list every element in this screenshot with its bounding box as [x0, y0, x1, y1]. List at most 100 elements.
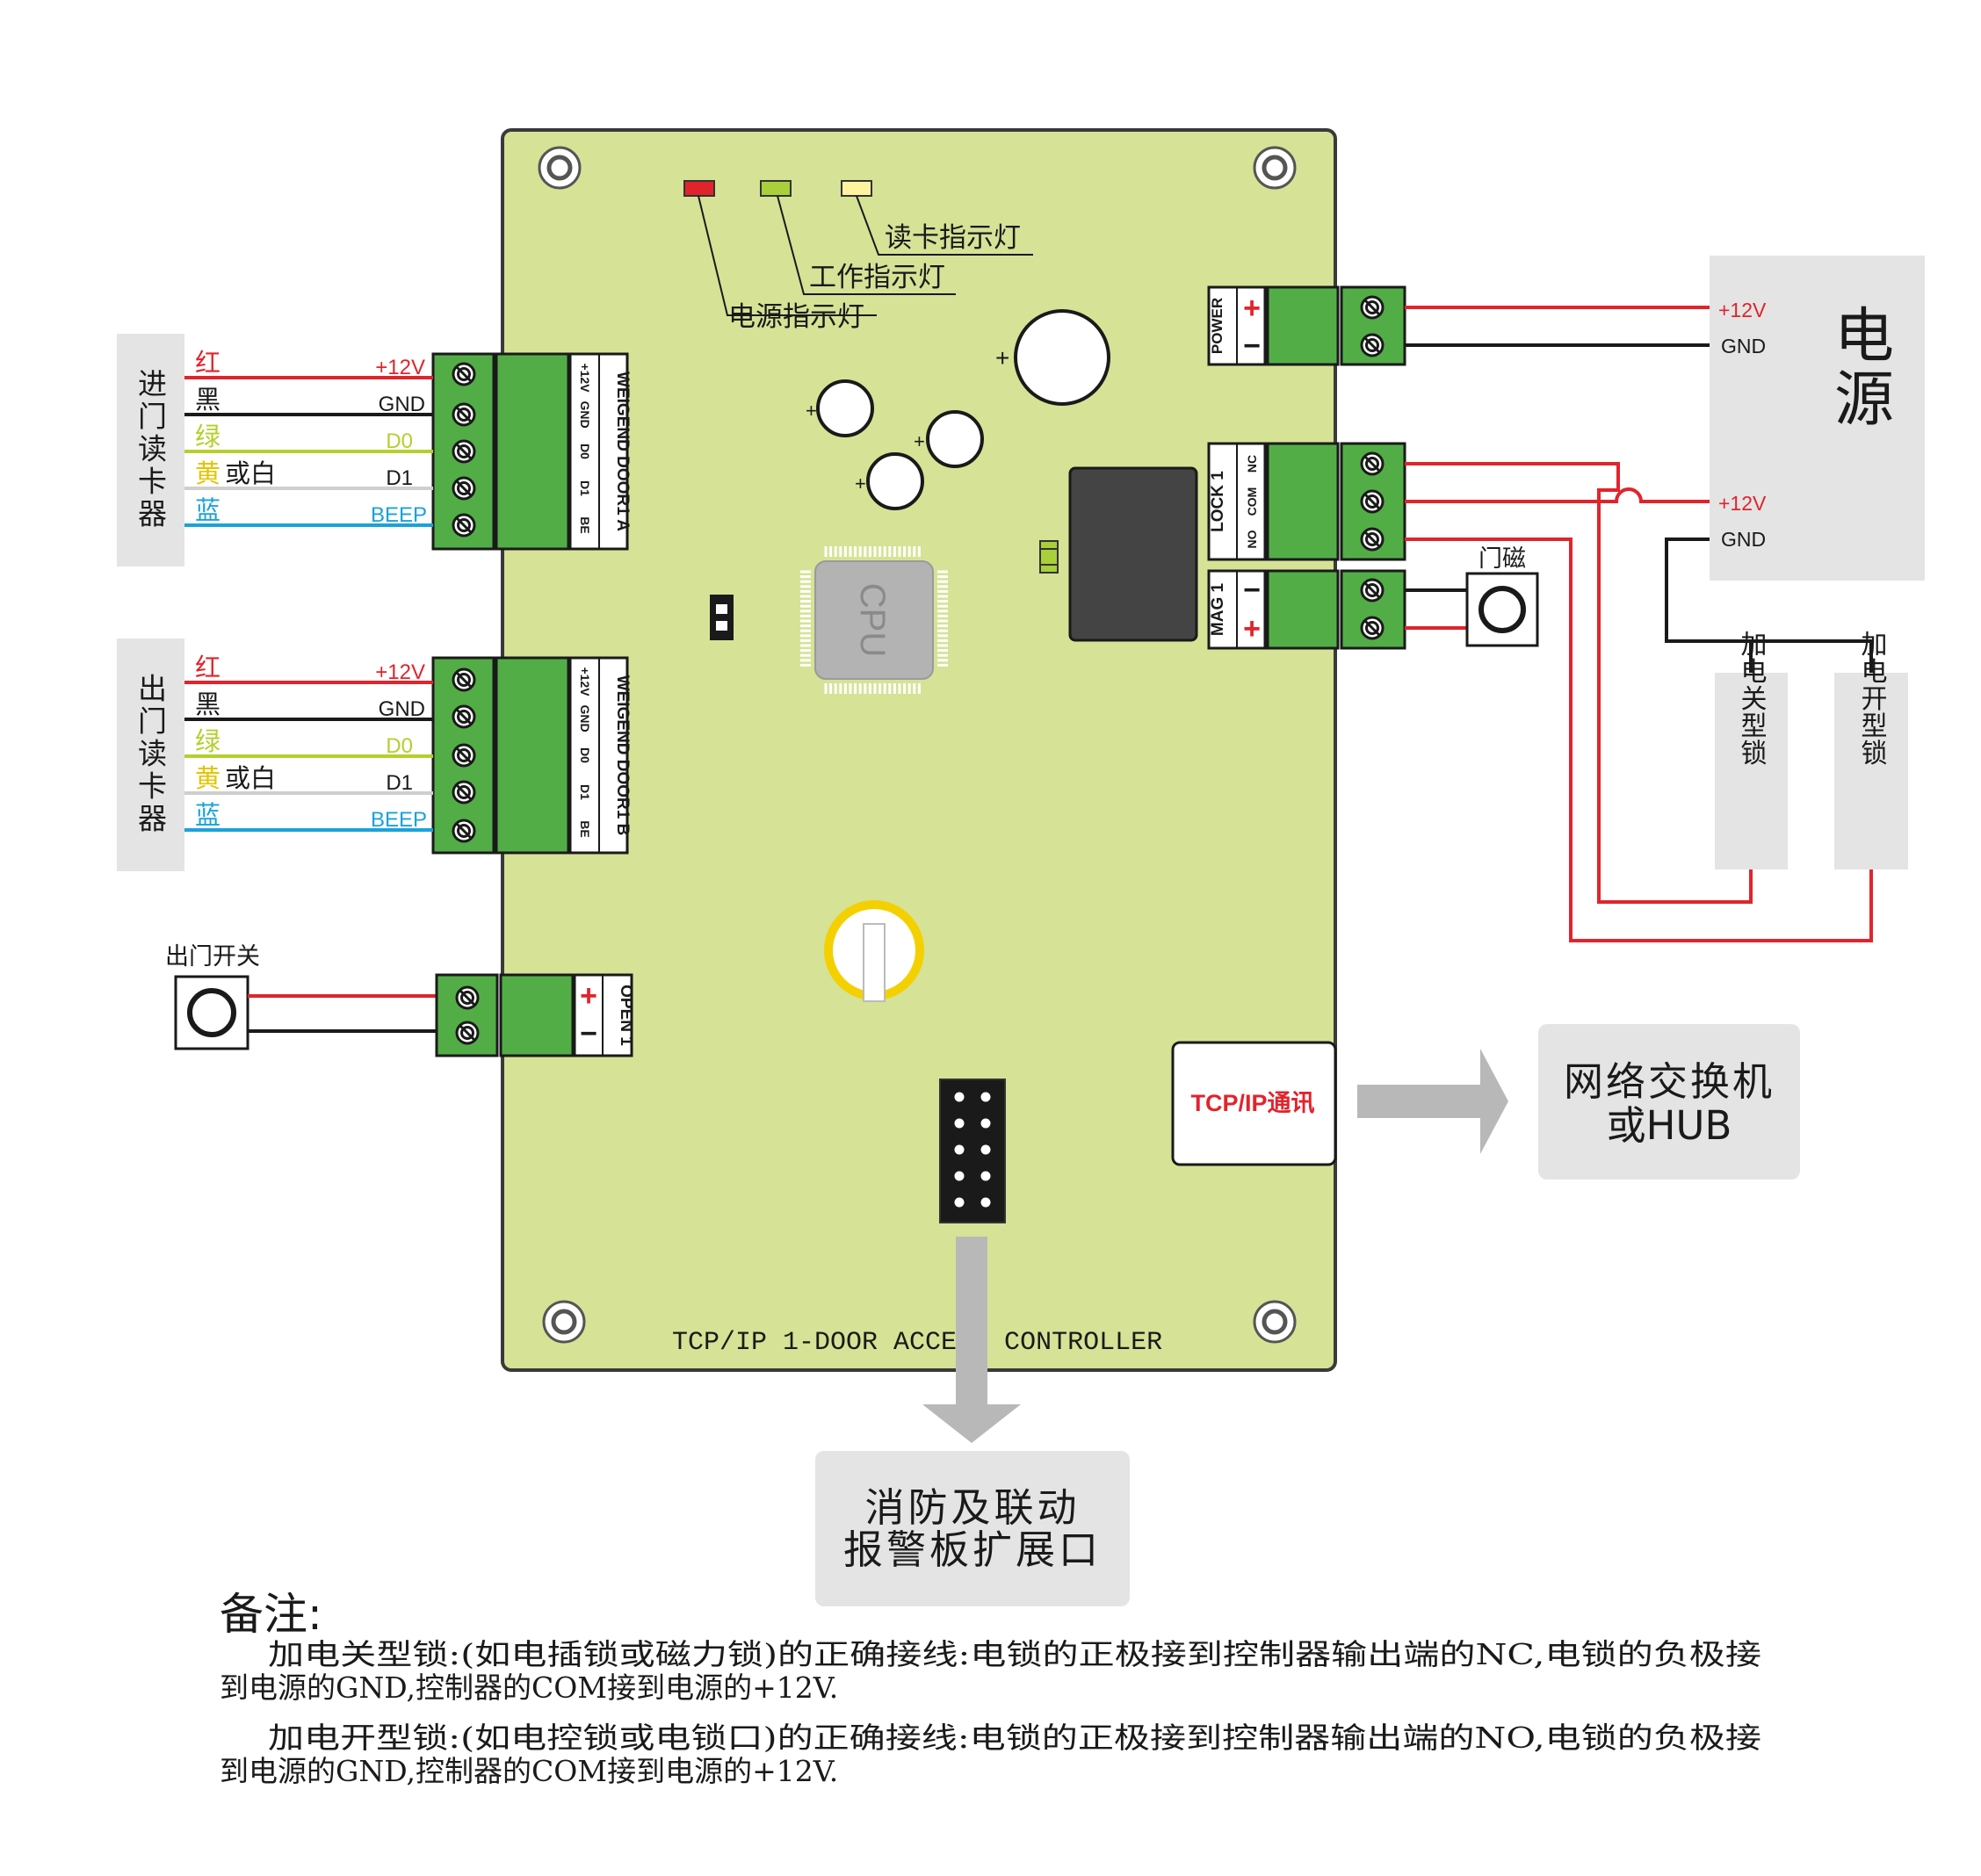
- signal-label: BEEP: [371, 808, 427, 832]
- svg-text:+: +: [995, 344, 1009, 372]
- svg-text:+: +: [914, 430, 925, 452]
- mounting-hole: [539, 148, 580, 188]
- pin-label: D0: [578, 444, 592, 459]
- wire-color-label: 黑: [195, 689, 221, 719]
- fail-secure-lock-box: [1834, 673, 1908, 869]
- pin-label: +12V: [578, 363, 592, 393]
- mounting-hole: [1254, 148, 1295, 188]
- exit-switch-label: 出门开关: [165, 943, 260, 970]
- pin-label: NO: [1245, 530, 1259, 548]
- psu-v1-label: +12V: [1718, 299, 1767, 321]
- cpu-pins: [800, 546, 948, 694]
- note-2-line-1: 加电开型锁:(如电控锁或电锁口)的正确接线:电锁的正极接到控制器输出端的NO,电…: [268, 1721, 1761, 1755]
- wire-color-alt-label: 或白: [225, 763, 276, 793]
- wire-color-label: 黑: [195, 385, 221, 415]
- tcp-port: [1171, 1041, 1337, 1166]
- signal-label: D1: [386, 771, 413, 795]
- expansion-header: [939, 1079, 1006, 1223]
- pin-label: D0: [578, 747, 592, 763]
- power-led: [683, 180, 715, 197]
- fail-safe-lock-label: 加电关型锁: [1736, 631, 1768, 767]
- door-sensor-button: [1479, 586, 1526, 633]
- terminal-power: POWER + −: [1207, 285, 1406, 366]
- signal-label: D0: [386, 734, 413, 758]
- read-led: [841, 180, 872, 197]
- signal-label: +12V: [375, 660, 425, 684]
- exit-switch-button: [187, 988, 236, 1037]
- pin-label: NC: [1245, 455, 1259, 473]
- terminal-weigend-a: WEIGEND DOOR1 A +12V GND D0 D1 BE: [431, 352, 632, 551]
- weigend-a-header: WEIGEND DOOR1 A: [613, 372, 632, 531]
- terminal-lock1: LOCK 1 NC COM NO: [1207, 442, 1406, 561]
- minus-sign: −: [580, 1017, 597, 1050]
- note-2-line-2: 到电源的GND,控制器的COM接到电源的+12V.: [220, 1754, 838, 1788]
- svg-text:+: +: [806, 400, 817, 422]
- terminal-weigend-b: WEIGEND DOOR1 B +12V GND D0 D1 BE: [431, 656, 632, 855]
- reader-out-box: [117, 639, 184, 871]
- pin-label: GND: [578, 704, 592, 732]
- power-supply-box: [1710, 256, 1925, 581]
- wire-color-label: 绿: [195, 422, 221, 451]
- notes-title: 备注:: [220, 1589, 322, 1640]
- capacitor: [1014, 309, 1110, 406]
- arrow-right-icon: [1357, 1049, 1508, 1154]
- expansion-port-box: [815, 1451, 1130, 1606]
- network-switch-box: [1538, 1024, 1800, 1180]
- network-switch-line1: 网络交换机: [1564, 1058, 1775, 1105]
- wire-color-label: 蓝: [195, 800, 221, 830]
- wire-color-label: 红: [195, 348, 221, 378]
- power-label: POWER: [1209, 298, 1225, 354]
- signal-label: GND: [379, 697, 425, 721]
- tcp-port-label: TCP/IP通讯: [1190, 1090, 1314, 1116]
- wire-gnd: [1665, 538, 1873, 673]
- pin-label: BE: [578, 516, 592, 533]
- capacitor: [926, 410, 984, 468]
- capacitor: [816, 379, 874, 437]
- signal-label: +12V: [375, 356, 425, 379]
- signal-label: BEEP: [371, 503, 427, 527]
- relay: [1068, 466, 1198, 642]
- weigend-b-header: WEIGEND DOOR1 B: [613, 675, 632, 836]
- mag1-label: MAG 1: [1209, 582, 1227, 636]
- psu-v2-label: +12V: [1718, 492, 1767, 515]
- minus-sign: −: [1243, 329, 1261, 363]
- reader-out-title: 出门读卡器: [134, 674, 168, 836]
- smd-led: [1039, 540, 1059, 574]
- mounting-hole: [544, 1302, 584, 1342]
- fail-secure-lock-label: 加电开型锁: [1856, 631, 1888, 767]
- pin-label: GND: [578, 400, 592, 428]
- pin-label: D1: [578, 784, 592, 800]
- network-switch-line2: 或HUB: [1607, 1102, 1732, 1149]
- cpu-chip: [814, 560, 934, 680]
- capacitor: [866, 452, 924, 510]
- wire-color-label: 红: [195, 653, 221, 682]
- wire-com: [1405, 487, 1710, 503]
- work-led: [760, 180, 792, 197]
- wire-no: [1405, 538, 1873, 942]
- wire-nc: [1405, 462, 1753, 904]
- fail-safe-lock-box: [1715, 673, 1788, 869]
- board-model-label: TCP/IP 1-DOOR ACCE CONTROLLER: [672, 1328, 1162, 1358]
- note-1-line-2: 到电源的GND,控制器的COM接到电源的+12V.: [220, 1670, 838, 1705]
- lock1-label: LOCK 1: [1209, 471, 1227, 532]
- terminal-mag1: MAG 1 − +: [1207, 569, 1406, 650]
- svg-text:+: +: [855, 473, 866, 494]
- read-led-label: 读卡指示灯: [885, 222, 1021, 254]
- work-led-label: 工作指示灯: [809, 262, 945, 293]
- psu-g2-label: GND: [1721, 528, 1766, 551]
- arrow-down-icon: [922, 1237, 1021, 1443]
- wire-color-label: 绿: [195, 726, 221, 756]
- cpu-label: CPU: [853, 583, 892, 657]
- plus-sign: +: [1243, 292, 1261, 325]
- jumper: [710, 595, 734, 640]
- signal-label: D0: [386, 429, 413, 453]
- pin-label: COM: [1245, 487, 1259, 516]
- pin-label: +12V: [578, 667, 592, 696]
- expansion-line2: 报警板扩展口: [843, 1526, 1102, 1573]
- reader-in-title: 进门读卡器: [134, 369, 168, 531]
- pin-label: D1: [578, 480, 592, 496]
- power-supply-title: 电源: [1824, 304, 1893, 430]
- plus-sign: +: [1243, 612, 1261, 646]
- mounting-hole: [1254, 1302, 1295, 1342]
- signal-label: D1: [386, 466, 413, 490]
